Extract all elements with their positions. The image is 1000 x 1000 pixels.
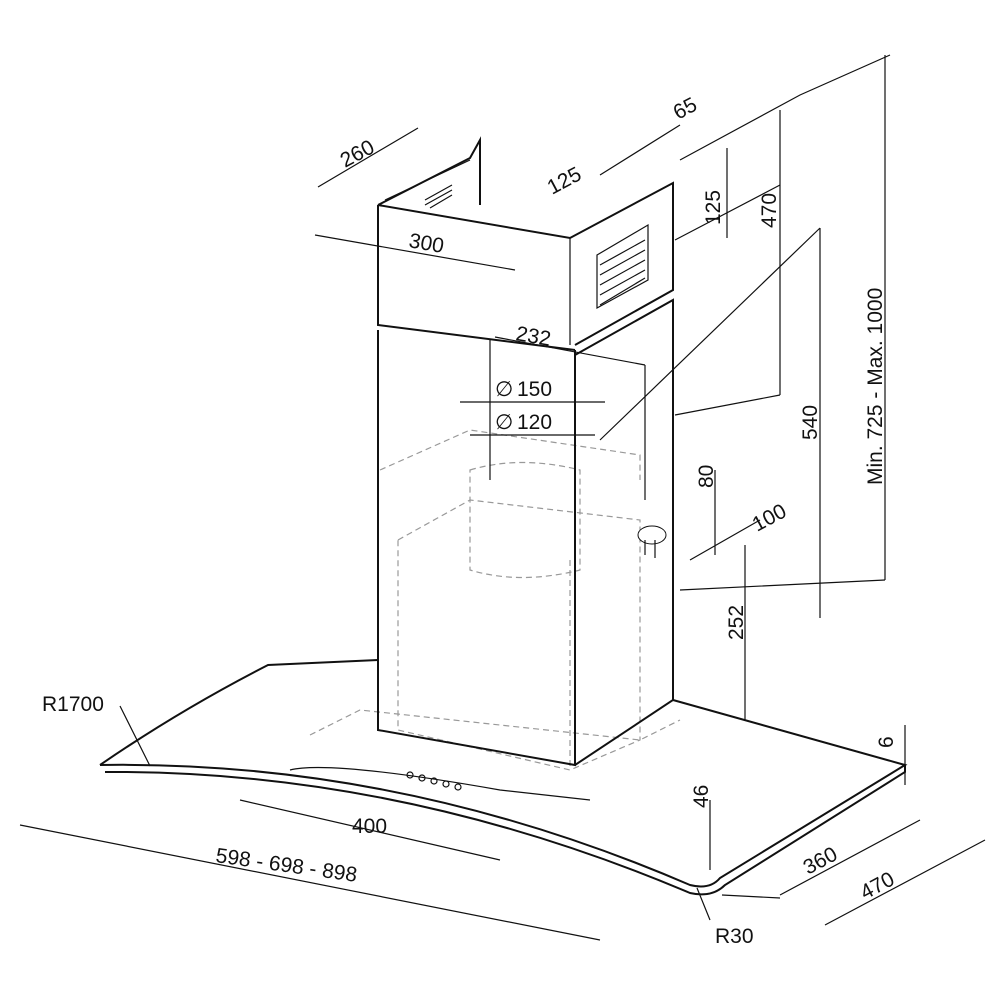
dim-chimney-width: 300 <box>407 229 446 258</box>
dimension-lines <box>19 54 986 941</box>
dim-widths: 598 - 698 - 898 <box>214 844 358 887</box>
dim-duct-offset: 232 <box>514 322 553 351</box>
upper-chimney <box>377 136 674 346</box>
lower-chimney <box>377 205 674 767</box>
dim-chimney-depth: 260 <box>337 136 379 173</box>
dim-outlet-150-value: 150 <box>517 378 552 401</box>
dim-canopy-inner-width: 400 <box>352 815 387 838</box>
dim-lower-chimney: 540 <box>799 405 822 440</box>
dim-radius-corner: R30 <box>715 925 754 948</box>
dim-canopy-inner-depth: 360 <box>800 843 842 880</box>
hidden-lines <box>309 429 681 771</box>
dim-upper-chimney: 470 <box>758 193 781 228</box>
dim-canopy-height: 46 <box>690 785 713 808</box>
dim-socket-from-bottom: 252 <box>725 605 748 640</box>
glass-canopy <box>99 659 908 896</box>
dim-glass-thickness: 6 <box>875 736 898 748</box>
dim-outlet-150: ∅ 150 <box>495 378 552 401</box>
socket-icon <box>637 525 667 558</box>
dim-socket-offset: 100 <box>749 500 791 537</box>
dim-vent-offset: 125 <box>544 163 586 200</box>
dim-outlet-120-value: 120 <box>517 411 552 434</box>
dim-radius-front: R1700 <box>42 693 104 716</box>
dim-socket-height: 80 <box>695 465 718 488</box>
dim-vent-height: 125 <box>702 190 725 225</box>
dim-outlet-120: ∅ 120 <box>495 411 552 434</box>
diameter-icon: ∅ <box>495 378 513 401</box>
dim-total-height: Min. 725 - Max. 1000 <box>864 288 887 485</box>
control-buttons <box>406 771 462 791</box>
dim-canopy-depth: 470 <box>857 868 899 905</box>
diameter-icon: ∅ <box>495 411 513 434</box>
dim-vent-top: 65 <box>670 93 701 124</box>
